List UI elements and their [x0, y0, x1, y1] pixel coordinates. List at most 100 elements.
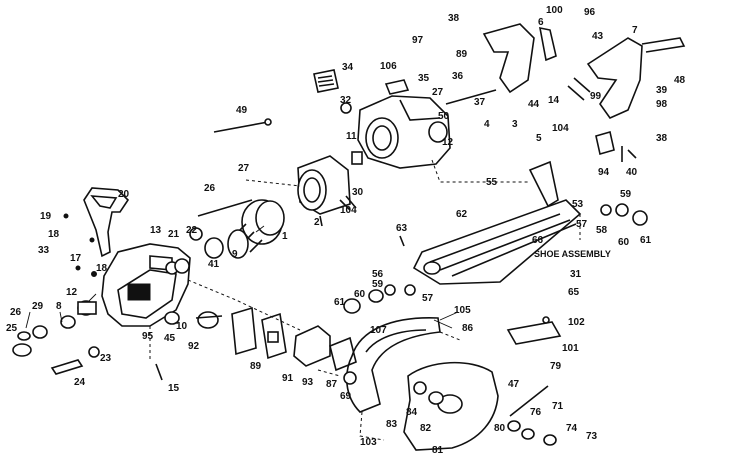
part-number: 107 — [370, 325, 387, 336]
part-number: 61 — [640, 235, 652, 246]
lower-guard-part — [403, 361, 499, 451]
part-number: 37 — [474, 97, 486, 108]
part-number: 39 — [656, 85, 668, 96]
part-number: 1 — [282, 231, 288, 242]
field-part — [297, 155, 357, 227]
alignment-lines — [149, 159, 581, 441]
part-number: 5 — [536, 133, 542, 144]
part-number: 66 — [532, 235, 544, 246]
blade-washers — [343, 371, 444, 405]
part-number: 35 — [418, 73, 430, 84]
part-number: 4 — [484, 119, 490, 130]
part-number: 96 — [584, 7, 596, 18]
part-number: 57 — [422, 293, 434, 304]
part-number: 104 — [552, 123, 569, 134]
blade-guard-part — [345, 317, 441, 413]
part-number: 18 — [96, 263, 108, 274]
spindle-parts — [155, 311, 223, 381]
part-number: 49 — [236, 105, 248, 116]
part-number: 36 — [452, 71, 464, 82]
part-number: 89 — [456, 49, 468, 60]
part-number: 80 — [494, 423, 506, 434]
motor-housing-part — [340, 95, 451, 169]
depth-parts — [507, 385, 557, 446]
switch-parts — [595, 130, 637, 162]
part-number: 82 — [420, 423, 432, 434]
part-number: 92 — [188, 341, 200, 352]
part-number: 100 — [546, 5, 563, 16]
part-number: 57 — [576, 219, 588, 230]
part-number: 10 — [176, 321, 188, 332]
screws — [213, 89, 497, 247]
part-number: 101 — [562, 343, 579, 354]
part-number: 91 — [282, 373, 294, 384]
part-number: 30 — [352, 187, 364, 198]
part-number: 2 — [314, 217, 320, 228]
part-number: 38 — [656, 133, 668, 144]
part-number: 93 — [302, 377, 314, 388]
part-number: 20 — [118, 189, 130, 200]
part-number: 38 — [448, 13, 460, 24]
part-number: 62 — [456, 209, 468, 220]
part-number: 18 — [48, 229, 60, 240]
part-number: 98 — [656, 99, 668, 110]
part-number: 95 — [142, 331, 154, 342]
part-number: 53 — [572, 199, 584, 210]
part-number: 71 — [552, 401, 564, 412]
part-number: 63 — [396, 223, 408, 234]
wrench-part — [506, 316, 562, 345]
part-number: 6 — [538, 17, 544, 28]
left-small-parts — [12, 213, 100, 375]
part-number: 86 — [462, 323, 474, 334]
part-number: 8 — [56, 301, 62, 312]
part-number: 14 — [548, 95, 560, 106]
part-number: 59 — [372, 279, 384, 290]
part-number: 83 — [386, 419, 398, 430]
part-number: 55 — [486, 177, 498, 188]
part-number: 9 — [232, 249, 238, 260]
part-number: 104 — [340, 205, 357, 216]
part-number: 7 — [632, 25, 638, 36]
part-number: 79 — [550, 361, 562, 372]
bevel-parts — [600, 203, 648, 226]
part-number: 45 — [164, 333, 176, 344]
part-number: 15 — [168, 383, 180, 394]
part-number: 12 — [442, 137, 454, 148]
part-number: 3 — [512, 119, 518, 130]
part-number: 19 — [40, 211, 52, 222]
part-number: 27 — [432, 87, 444, 98]
part-number: 105 — [454, 305, 471, 316]
plates — [231, 306, 357, 372]
part-number: 17 — [70, 253, 82, 264]
leader-lines — [25, 225, 459, 329]
front-handle-part — [83, 187, 130, 258]
part-number: 12 — [66, 287, 78, 298]
part-number: 65 — [568, 287, 580, 298]
part-number: 103 — [360, 437, 377, 448]
armature-part — [189, 199, 285, 259]
part-number: 97 — [412, 35, 424, 46]
bearing-parts — [343, 284, 416, 314]
part-number: 13 — [150, 225, 162, 236]
part-number: 23 — [100, 353, 112, 364]
part-number: 61 — [334, 297, 346, 308]
part-number: 102 — [568, 317, 585, 328]
part-number: 26 — [10, 307, 22, 318]
part-number: 73 — [586, 431, 598, 442]
part-number: 25 — [6, 323, 18, 334]
part-number: 106 — [380, 61, 397, 72]
part-number: 32 — [340, 95, 352, 106]
part-number: 89 — [250, 361, 262, 372]
part-number: 44 — [528, 99, 540, 110]
part-number: 40 — [626, 167, 638, 178]
part-number: 24 — [74, 377, 86, 388]
part-number: 41 — [208, 259, 220, 270]
part-number: 27 — [238, 163, 250, 174]
part-number: 34 — [342, 62, 354, 73]
part-number: 48 — [674, 75, 686, 86]
label-plates — [313, 69, 410, 95]
part-number: 76 — [530, 407, 542, 418]
part-number: 84 — [406, 407, 418, 418]
